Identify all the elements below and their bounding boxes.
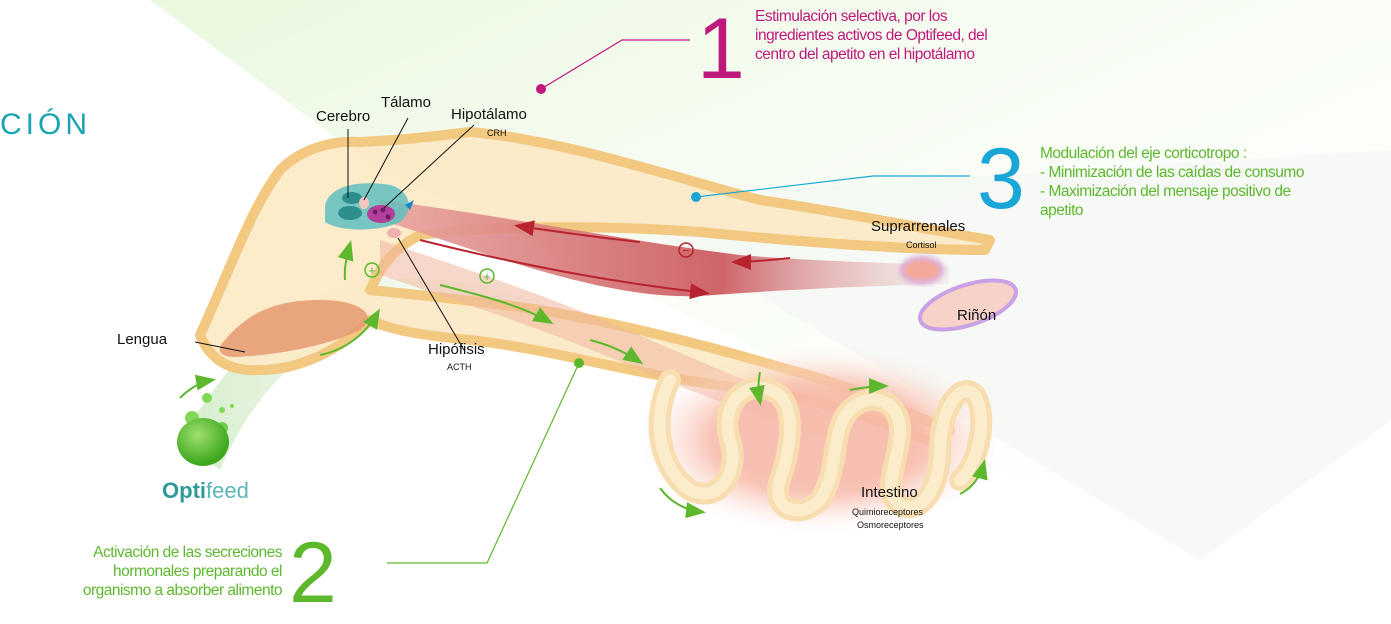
hipofisis-shape <box>387 228 401 238</box>
step-2-line-2: hormonales preparando el <box>113 563 282 580</box>
label-hipofisis-sub: ACTH <box>447 362 472 372</box>
droplet-2 <box>219 407 225 413</box>
label-lengua: Lengua <box>117 331 168 348</box>
label-suprarrenales-sub: Cortisol <box>906 240 937 250</box>
background-wash-grey <box>600 150 1391 560</box>
step-2-number: 2 <box>289 525 337 621</box>
tongue-shape <box>219 300 368 357</box>
label-intestino-sub2: Osmoreceptores <box>857 520 924 530</box>
step-1-number: 1 <box>697 1 745 97</box>
minus-sign: − <box>682 243 690 258</box>
plus-circle-2 <box>479 268 495 284</box>
green-arrow-tongue <box>319 308 380 356</box>
green-arrow-intestine-3 <box>659 487 706 519</box>
callout-line-3 <box>695 175 970 198</box>
step-3-line-1: Modulación del eje corticotropo : <box>1040 145 1247 162</box>
plus-circle-1 <box>364 262 380 278</box>
intestine-coils-inner <box>653 374 988 517</box>
green-arrow-intestine-1 <box>749 371 765 406</box>
green-arrow-intestine-2 <box>849 378 889 395</box>
leader-hipotalamo <box>383 124 475 209</box>
callout-dot-1 <box>536 84 546 94</box>
optifeed-ball <box>177 418 229 466</box>
leader-hipofisis <box>397 237 465 351</box>
blue-pointer <box>405 200 414 210</box>
plus-sign-2: + <box>483 269 491 284</box>
step-1-line-1: Estimulación selectiva, por los <box>755 8 948 25</box>
step-2-text: Activación de las secreciones hormonales… <box>0 543 283 600</box>
step-3-text: Modulación del eje corticotropo : - Mini… <box>1040 144 1304 220</box>
label-hipotalamo-sub: CRH <box>487 128 507 138</box>
step-3-line-3: - Maximización del mensaje positivo de <box>1040 183 1291 200</box>
rinon-shape <box>918 278 1018 332</box>
step-1-text: Estimulación selectiva, por los ingredie… <box>755 7 988 64</box>
step-3-line-2: - Minimización de las caídas de consumo <box>1040 164 1304 181</box>
leader-talamo <box>363 117 409 201</box>
logo-o: O <box>162 478 180 503</box>
suprarrenales-shape <box>906 262 938 278</box>
callout-dot-3 <box>691 192 701 202</box>
green-arrow-mouth <box>179 374 216 399</box>
green-arrow-tract-1 <box>439 284 554 324</box>
label-suprarrenales: Suprarrenales <box>871 218 966 235</box>
green-arrow-intestine-4 <box>959 459 988 495</box>
droplet-1 <box>202 393 212 403</box>
hipotalamo-shape <box>367 205 395 223</box>
green-arrow-up <box>337 240 354 281</box>
label-intestino: Intestino <box>861 484 918 501</box>
droplet-3 <box>230 404 234 408</box>
green-arrow-tract-2 <box>589 339 644 365</box>
leader-lengua <box>194 341 246 353</box>
label-hipofisis: Hipófisis <box>428 341 485 358</box>
callout-line-2 <box>387 362 580 564</box>
red-arrow-cortisol <box>731 253 791 270</box>
optifeed-logo: Optifeed <box>162 478 249 504</box>
label-intestino-sub1: Quimioreceptores <box>852 507 924 517</box>
logo-feed: feed <box>206 478 249 503</box>
label-talamo: Tálamo <box>381 94 432 111</box>
step-2-line-3: organismo a absorber alimento <box>82 582 283 599</box>
label-hipotalamo: Hipotálamo <box>451 106 527 123</box>
step-2-line-1: Activación de las secreciones <box>93 544 282 561</box>
step-1-line-3: centro del apetito en el hipotálamo <box>755 46 975 63</box>
red-arrow-acth <box>419 239 710 300</box>
cerebro-lobe <box>338 206 362 220</box>
step-1-line-2: ingredientes activos de Optifeed, del <box>755 27 988 44</box>
page-title-fragment: CIÓN <box>0 108 91 141</box>
label-cerebro: Cerebro <box>316 108 371 125</box>
minus-circle <box>678 242 694 258</box>
label-rinon: Riñón <box>957 307 997 324</box>
talamo-shape <box>359 197 369 209</box>
cerebro-lobe-2 <box>342 192 362 204</box>
callout-line-1 <box>540 39 690 90</box>
logo-pti: pti <box>179 478 207 503</box>
callout-dot-2 <box>574 358 584 368</box>
step-3-line-4: apetito <box>1040 202 1084 219</box>
step-3-number: 3 <box>977 131 1025 227</box>
red-arrow-feedback <box>514 220 641 243</box>
plus-sign-1: + <box>368 263 376 278</box>
